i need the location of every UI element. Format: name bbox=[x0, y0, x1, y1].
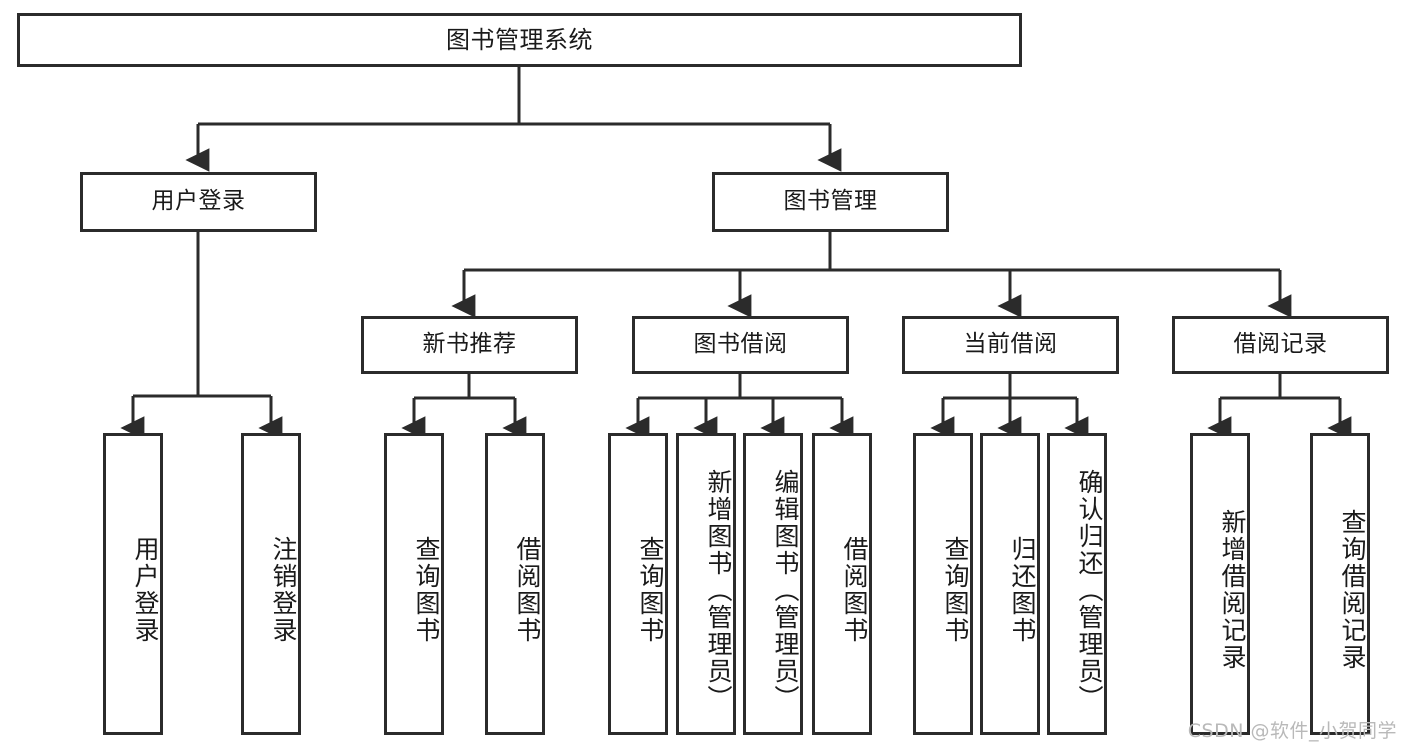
leaf-logout[interactable]: 注销登录 bbox=[241, 433, 301, 735]
node-label: 编辑图书（管理员） bbox=[771, 468, 800, 712]
watermark-text: CSDN @软件_小贺同学 bbox=[1187, 720, 1397, 742]
node-label: 当前借阅 bbox=[963, 331, 1058, 358]
node-label: 图书管理 bbox=[783, 188, 878, 215]
node-borrow-record[interactable]: 借阅记录 bbox=[1172, 316, 1389, 374]
leaf-borrow-book-recommend[interactable]: 借阅图书 bbox=[485, 433, 545, 735]
node-label: 查询图书 bbox=[941, 536, 970, 644]
node-label: 用户登录 bbox=[151, 188, 246, 215]
node-label: 新书推荐 bbox=[422, 331, 517, 358]
leaf-edit-book-admin[interactable]: 编辑图书（管理员） bbox=[743, 433, 803, 735]
leaf-query-book-recommend[interactable]: 查询图书 bbox=[384, 433, 444, 735]
node-label: 图书借阅 bbox=[693, 331, 788, 358]
node-label: 借阅图书 bbox=[840, 536, 869, 644]
leaf-add-borrow-record[interactable]: 新增借阅记录 bbox=[1190, 433, 1250, 735]
node-label: 查询图书 bbox=[412, 536, 441, 644]
node-book-manage[interactable]: 图书管理 bbox=[712, 172, 949, 232]
leaf-confirm-return-admin[interactable]: 确认归还（管理员） bbox=[1047, 433, 1107, 735]
node-user-login[interactable]: 用户登录 bbox=[80, 172, 317, 232]
node-root-system[interactable]: 图书管理系统 bbox=[17, 13, 1022, 67]
leaf-return-book[interactable]: 归还图书 bbox=[980, 433, 1040, 735]
node-label: 查询图书 bbox=[636, 536, 665, 644]
node-label: 确认归还（管理员） bbox=[1075, 468, 1104, 712]
leaf-user-login[interactable]: 用户登录 bbox=[103, 433, 163, 735]
node-label: 注销登录 bbox=[269, 536, 298, 644]
leaf-add-book-admin[interactable]: 新增图书（管理员） bbox=[676, 433, 736, 735]
node-label: 新增图书（管理员） bbox=[704, 468, 733, 712]
node-label: 借阅图书 bbox=[513, 536, 542, 644]
node-label: 借阅记录 bbox=[1233, 331, 1328, 358]
node-label: 图书管理系统 bbox=[446, 25, 593, 54]
node-label: 用户登录 bbox=[131, 536, 160, 644]
node-new-book-recommend[interactable]: 新书推荐 bbox=[361, 316, 578, 374]
node-book-borrow[interactable]: 图书借阅 bbox=[632, 316, 849, 374]
leaf-borrow-book-borrow[interactable]: 借阅图书 bbox=[812, 433, 872, 735]
leaf-query-borrow-record[interactable]: 查询借阅记录 bbox=[1310, 433, 1370, 735]
leaf-query-book-borrow[interactable]: 查询图书 bbox=[608, 433, 668, 735]
node-label: 查询借阅记录 bbox=[1338, 509, 1367, 671]
node-current-borrow[interactable]: 当前借阅 bbox=[902, 316, 1119, 374]
leaf-query-book-current[interactable]: 查询图书 bbox=[913, 433, 973, 735]
node-label: 新增借阅记录 bbox=[1218, 509, 1247, 671]
node-label: 归还图书 bbox=[1008, 536, 1037, 644]
